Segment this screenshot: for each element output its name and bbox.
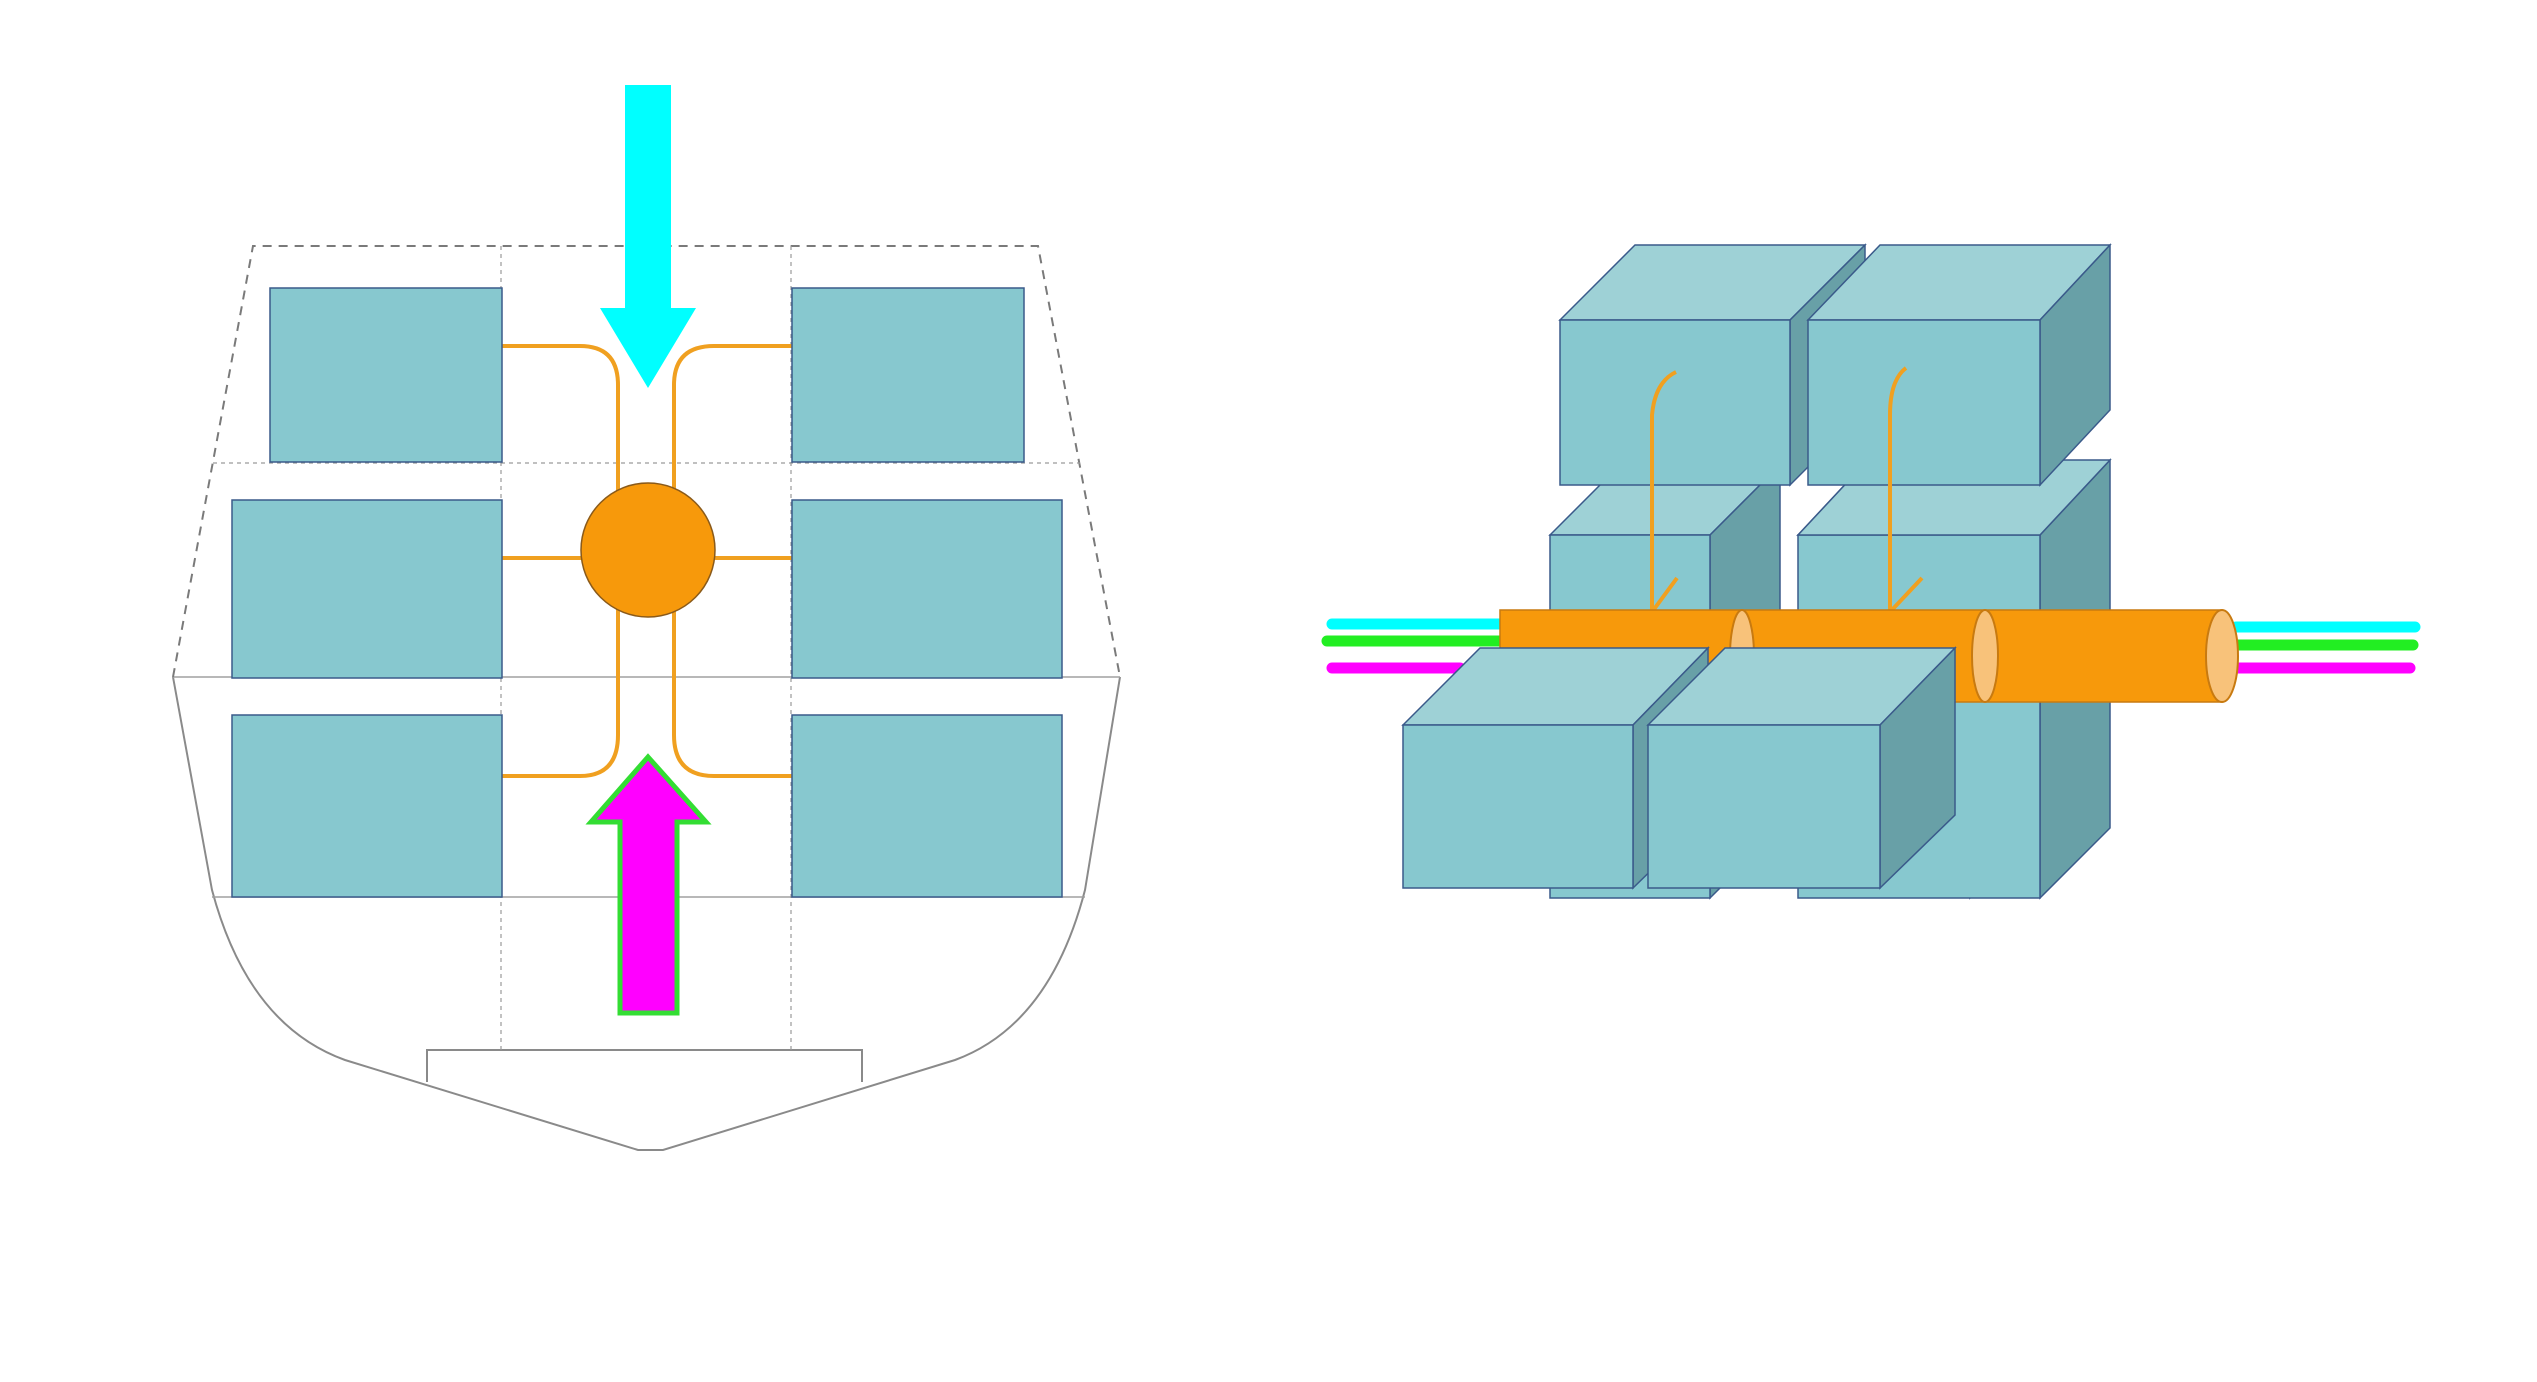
module-cluster-3d [1321, 243, 2421, 900]
tube-end-cap [2205, 609, 2239, 703]
hub-circle-icon [580, 482, 716, 618]
hull-outline [172, 676, 1121, 1151]
cube-top-right [1806, 243, 2112, 487]
module-top-right [791, 287, 1025, 463]
module-middle-right [791, 499, 1063, 679]
module-top-left [269, 287, 503, 463]
cube-front-right [1646, 646, 1957, 890]
riser-wires [1650, 366, 1924, 614]
hull-upper-dashed [172, 245, 1121, 678]
module-middle-left [231, 499, 503, 679]
module-bottom-right [791, 714, 1063, 898]
hub-wires [502, 344, 792, 778]
hull-modules [231, 287, 1063, 898]
arrow-up-icon [585, 753, 712, 1016]
hull-cross-section [172, 85, 1121, 1151]
cable-bundle-icon [2230, 621, 2421, 674]
tube-joint-2 [1971, 609, 1999, 703]
keel-box [426, 1049, 863, 1082]
arrow-down-icon [600, 85, 696, 388]
cable-bundle-left [1321, 618, 1508, 674]
module-bottom-left [231, 714, 503, 898]
